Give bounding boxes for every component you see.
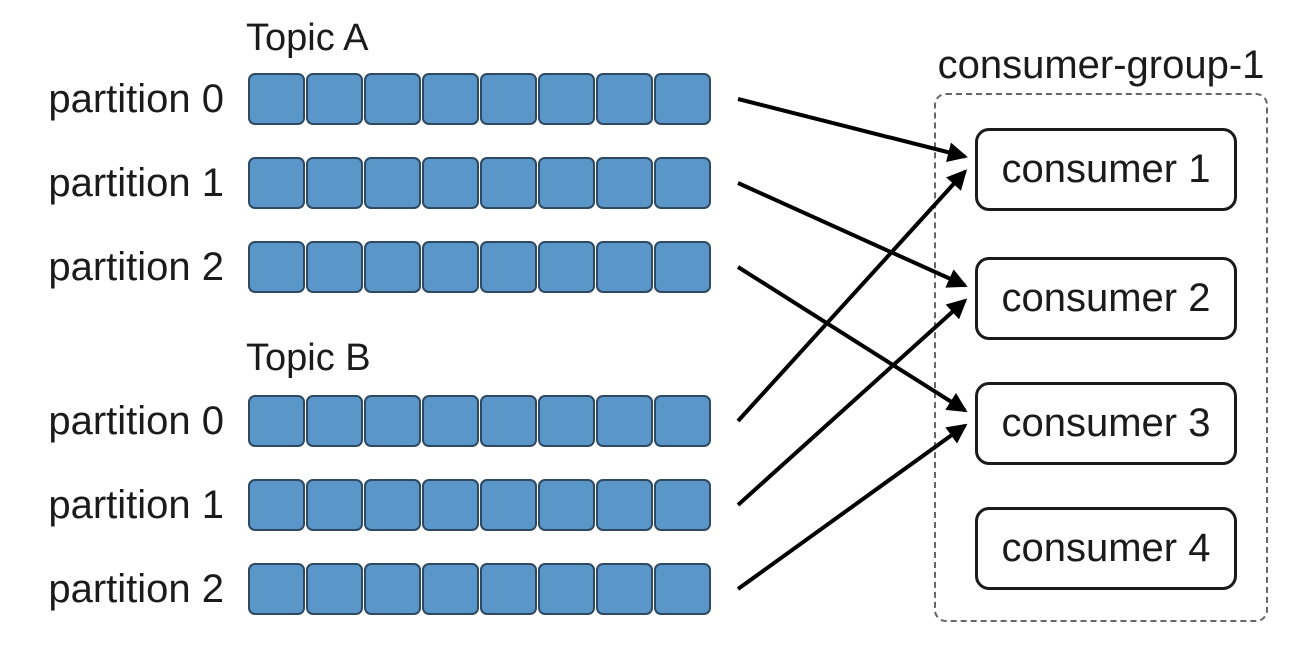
topic-a-partition-0-messages bbox=[248, 73, 711, 125]
message-cell bbox=[538, 395, 595, 447]
message-cell bbox=[480, 395, 537, 447]
message-cell bbox=[306, 241, 363, 293]
topic-a-partition-0-label: partition 0 bbox=[48, 77, 224, 121]
message-cell bbox=[248, 395, 305, 447]
consumer-4-box: consumer 4 bbox=[975, 507, 1237, 590]
message-cell bbox=[248, 73, 305, 125]
message-cell bbox=[248, 563, 305, 615]
message-cell bbox=[538, 241, 595, 293]
consumer-group-title: consumer-group-1 bbox=[937, 43, 1265, 87]
message-cell bbox=[248, 241, 305, 293]
topic-a-partition-1-messages bbox=[248, 157, 711, 209]
topic-a-partition-1-label: partition 1 bbox=[48, 161, 224, 205]
message-cell bbox=[248, 479, 305, 531]
topic-a-partition-2-messages bbox=[248, 241, 711, 293]
message-cell bbox=[654, 241, 711, 293]
consumer-3-box: consumer 3 bbox=[975, 382, 1237, 465]
message-cell bbox=[538, 479, 595, 531]
arrow-topic-b-partition-1-to-consumer-2 bbox=[736, 298, 968, 507]
topic-b-partition-0-messages bbox=[248, 395, 711, 447]
message-cell bbox=[596, 157, 653, 209]
message-cell bbox=[596, 563, 653, 615]
message-cell bbox=[306, 157, 363, 209]
consumer-group-box: consumer 1 consumer 2 consumer 3 consumer 4 bbox=[934, 93, 1268, 622]
message-cell bbox=[364, 73, 421, 125]
topic-b-partition-1-label: partition 1 bbox=[48, 483, 224, 527]
arrow-topic-b-partition-0-to-consumer-1 bbox=[736, 169, 968, 423]
message-cell bbox=[306, 395, 363, 447]
message-cell bbox=[248, 157, 305, 209]
message-cell bbox=[654, 157, 711, 209]
arrow-topic-a-partition-0-to-consumer-1 bbox=[737, 97, 968, 163]
message-cell bbox=[596, 395, 653, 447]
message-cell bbox=[364, 395, 421, 447]
message-cell bbox=[422, 563, 479, 615]
topic-b-partition-1-messages bbox=[248, 479, 711, 531]
message-cell bbox=[364, 563, 421, 615]
message-cell bbox=[654, 395, 711, 447]
topic-a-partition-2-label: partition 2 bbox=[48, 245, 224, 289]
message-cell bbox=[364, 241, 421, 293]
message-cell bbox=[306, 479, 363, 531]
message-cell bbox=[364, 157, 421, 209]
arrow-topic-a-partition-1-to-consumer-2 bbox=[737, 181, 968, 288]
message-cell bbox=[480, 241, 537, 293]
message-cell bbox=[422, 73, 479, 125]
message-cell bbox=[538, 157, 595, 209]
message-cell bbox=[422, 241, 479, 293]
message-cell bbox=[538, 563, 595, 615]
message-cell bbox=[538, 73, 595, 125]
topic-b-partition-2-messages bbox=[248, 563, 711, 615]
message-cell bbox=[596, 241, 653, 293]
topic-title-topic-b: Topic B bbox=[246, 337, 371, 379]
topic-b-partition-2-label: partition 2 bbox=[48, 567, 224, 611]
message-cell bbox=[480, 157, 537, 209]
message-cell bbox=[654, 563, 711, 615]
message-cell bbox=[364, 479, 421, 531]
message-cell bbox=[480, 479, 537, 531]
message-cell bbox=[596, 479, 653, 531]
message-cell bbox=[306, 73, 363, 125]
message-cell bbox=[422, 479, 479, 531]
arrow-topic-a-partition-2-to-consumer-3 bbox=[736, 265, 968, 413]
message-cell bbox=[422, 157, 479, 209]
message-cell bbox=[306, 563, 363, 615]
arrow-topic-b-partition-2-to-consumer-3 bbox=[736, 423, 968, 591]
consumer-1-box: consumer 1 bbox=[975, 128, 1237, 211]
message-cell bbox=[422, 395, 479, 447]
topic-title-topic-a: Topic A bbox=[246, 17, 369, 59]
message-cell bbox=[654, 73, 711, 125]
consumer-2-box: consumer 2 bbox=[975, 257, 1237, 340]
message-cell bbox=[480, 563, 537, 615]
message-cell bbox=[596, 73, 653, 125]
topic-b-partition-0-label: partition 0 bbox=[48, 399, 224, 443]
message-cell bbox=[480, 73, 537, 125]
message-cell bbox=[654, 479, 711, 531]
